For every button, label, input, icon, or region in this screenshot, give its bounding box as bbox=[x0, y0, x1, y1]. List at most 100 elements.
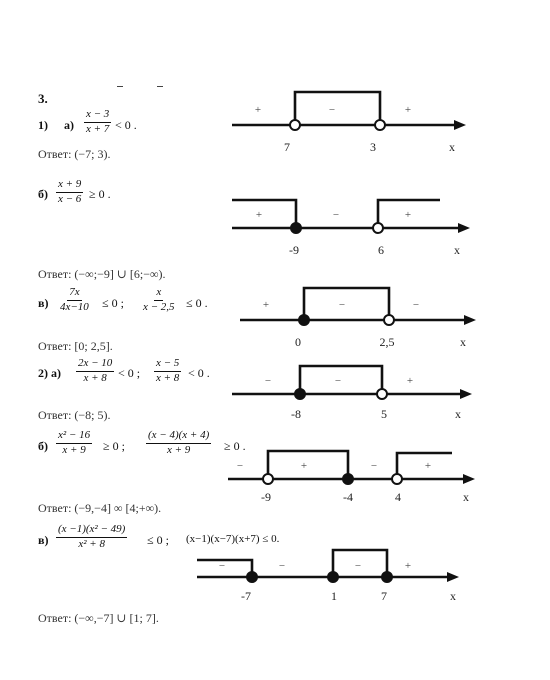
relation: ≤ 0 ; bbox=[147, 533, 169, 547]
task-number: 3. bbox=[38, 91, 48, 106]
tick-label: 4 bbox=[395, 490, 401, 504]
closed-point bbox=[342, 473, 354, 485]
open-point bbox=[391, 473, 403, 485]
fraction-1v-2: x x − 2,5 bbox=[141, 286, 177, 313]
sign-label: + bbox=[407, 375, 413, 387]
b2-label: б) bbox=[38, 439, 48, 453]
sign-label: + bbox=[301, 460, 307, 472]
sign-label: + bbox=[255, 104, 261, 116]
closed-point bbox=[294, 388, 306, 400]
arrow-head-icon bbox=[458, 223, 470, 233]
denominator: x + 9 bbox=[166, 443, 191, 456]
solution-bracket bbox=[395, 451, 452, 479]
fraction-2a-2: x − 5 x + 8 bbox=[154, 357, 182, 384]
arrow-head-icon bbox=[464, 315, 476, 325]
solution-bracket bbox=[298, 364, 384, 394]
top-mark bbox=[157, 86, 163, 87]
expression-2v: (x−1)(x−7)(x+7) ≤ 0. bbox=[186, 533, 280, 545]
arrow-head-icon bbox=[460, 389, 472, 399]
open-point bbox=[374, 119, 386, 131]
fraction-1b: x + 9 x − 6 bbox=[56, 178, 84, 205]
sign-label: − bbox=[371, 460, 377, 472]
tick-label: 5 bbox=[381, 407, 387, 421]
answer-2v: Ответ: (−∞,−7] ∪ [1; 7]. bbox=[38, 611, 159, 625]
sign-label: − bbox=[333, 209, 339, 221]
numerator: x + 9 bbox=[56, 178, 84, 193]
numerator: x − 5 bbox=[154, 357, 182, 372]
numerator: (x −1)(x² − 49) bbox=[56, 523, 128, 538]
arrow-head-icon bbox=[447, 572, 459, 582]
answer-1v: Ответ: [0; 2,5]. bbox=[38, 339, 113, 353]
fraction-2b-1: x² − 16 x + 9 bbox=[56, 429, 93, 456]
fraction-2a-1: 2x − 10 x + 8 bbox=[76, 357, 115, 384]
v1-label: в) bbox=[38, 296, 49, 310]
tick-label: -4 bbox=[343, 490, 353, 504]
axis-variable-label: x bbox=[450, 589, 456, 603]
sign-label: + bbox=[425, 460, 431, 472]
tick-label: 3 bbox=[370, 140, 376, 154]
tick-label: -7 bbox=[241, 589, 251, 603]
sign-label: + bbox=[405, 560, 411, 572]
sign-label: − bbox=[265, 375, 271, 387]
answer-2b: Ответ: (−9,−4] ∞ [4;+∞). bbox=[38, 501, 162, 515]
axis-variable-label: x bbox=[463, 490, 469, 504]
sign-label: − bbox=[219, 560, 225, 572]
open-point bbox=[289, 119, 301, 131]
closed-point bbox=[327, 571, 339, 583]
arrow-head-icon bbox=[454, 120, 466, 130]
sign-label: − bbox=[335, 375, 341, 387]
v2-label: в) bbox=[38, 533, 49, 547]
axis-variable-label: x bbox=[455, 407, 461, 421]
numerator: x bbox=[154, 286, 164, 301]
fraction-1v-1: 7x 4x−10 bbox=[58, 286, 91, 313]
arrow-head-icon bbox=[463, 474, 475, 484]
open-point bbox=[376, 388, 388, 400]
relation: ≥ 0 . bbox=[89, 187, 111, 201]
sign-label: − bbox=[413, 299, 419, 311]
top-mark bbox=[117, 86, 123, 87]
sign-label: − bbox=[355, 560, 361, 572]
open-point bbox=[372, 222, 384, 234]
tick-label: 7 bbox=[284, 140, 290, 154]
sign-label: + bbox=[405, 209, 411, 221]
numerator: 2x − 10 bbox=[76, 357, 115, 372]
open-point bbox=[383, 314, 395, 326]
denominator: x² + 8 bbox=[78, 537, 105, 550]
numerator: x − 3 bbox=[84, 108, 112, 123]
denominator: x + 8 bbox=[156, 371, 180, 384]
denominator: x + 9 bbox=[62, 443, 86, 456]
relation: < 0 . bbox=[115, 118, 137, 132]
sign-label: − bbox=[279, 560, 285, 572]
relation: ≥ 0 . bbox=[224, 439, 246, 453]
denominator: x + 8 bbox=[83, 371, 107, 384]
sign-label: + bbox=[405, 104, 411, 116]
sign-label: − bbox=[237, 460, 243, 472]
numerator: 7x bbox=[67, 286, 82, 301]
numerator: (x − 4)(x + 4) bbox=[146, 429, 212, 444]
tick-label: -9 bbox=[261, 490, 271, 504]
tick-label: 1 bbox=[331, 589, 337, 603]
tick-label: 0 bbox=[295, 335, 301, 349]
answer-1a: Ответ: (−7; 3). bbox=[38, 147, 111, 161]
closed-point bbox=[381, 571, 393, 583]
solution-bracket bbox=[302, 286, 391, 320]
relation: ≤ 0 ; bbox=[102, 296, 124, 310]
sign-label: + bbox=[256, 209, 262, 221]
relation: < 0 . bbox=[188, 366, 210, 380]
closed-point bbox=[298, 314, 310, 326]
relation: ≤ 0 . bbox=[186, 296, 208, 310]
denominator: x − 2,5 bbox=[143, 300, 175, 313]
sign-label: − bbox=[339, 299, 345, 311]
tick-label: -9 bbox=[289, 243, 299, 257]
solution-bracket bbox=[232, 198, 298, 228]
b1-label: б) bbox=[38, 187, 48, 201]
tick-label: 6 bbox=[378, 243, 384, 257]
part1-label: 1) bbox=[38, 118, 48, 132]
solution-bracket bbox=[331, 548, 389, 577]
answer-2a: Ответ: (−8; 5). bbox=[38, 408, 111, 422]
denominator: x − 6 bbox=[58, 192, 82, 205]
part1a-label: а) bbox=[64, 118, 74, 132]
axis-variable-label: x bbox=[449, 140, 455, 154]
